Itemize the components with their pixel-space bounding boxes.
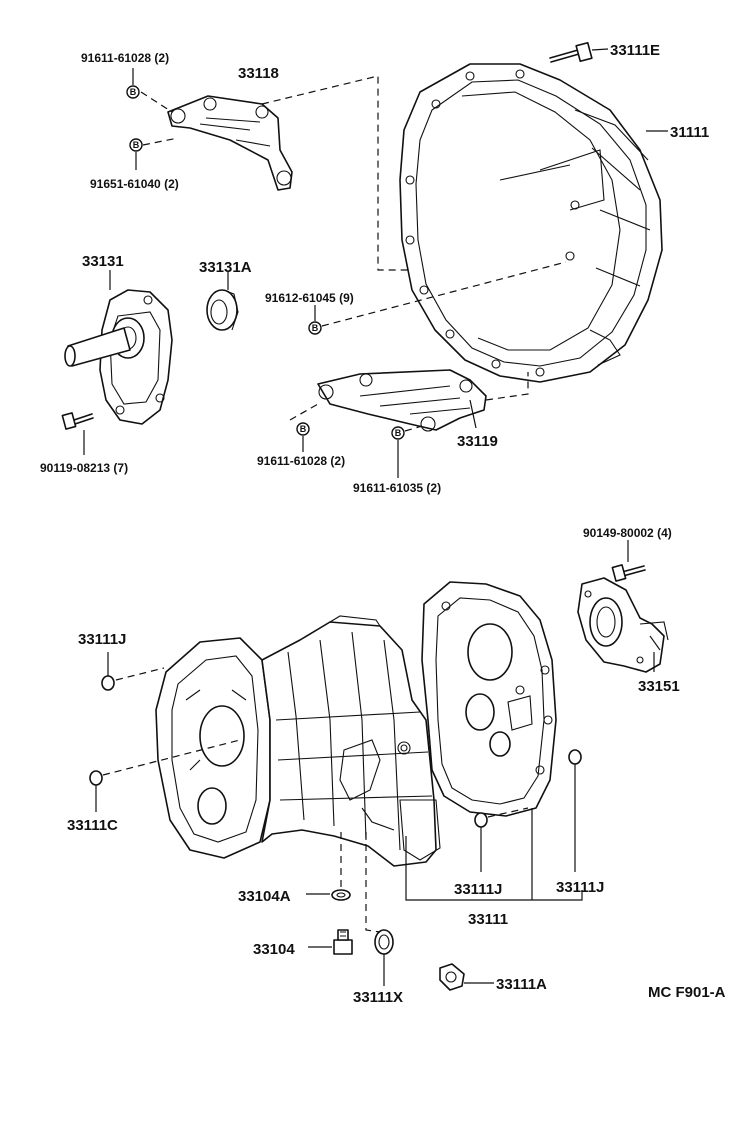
plug-33111c xyxy=(89,770,103,786)
svg-text:B: B xyxy=(312,323,319,333)
label-91611-61035: 91611-61035 (2) xyxy=(353,481,441,495)
label-33104: 33104 xyxy=(253,941,295,958)
label-33151: 33151 xyxy=(638,678,680,695)
label-33131a: 33131A xyxy=(199,259,252,276)
bolt-marker-91612: B xyxy=(308,321,322,335)
bolt-90119 xyxy=(61,412,94,430)
label-31111: 31111 xyxy=(670,124,709,141)
bolt-marker-91651: B xyxy=(129,138,143,152)
bolt-90149 xyxy=(611,564,646,582)
label-90149-80002: 90149-80002 (4) xyxy=(583,526,672,540)
ring-33111x xyxy=(374,929,394,955)
label-33111: 33111 xyxy=(468,911,508,928)
svg-text:B: B xyxy=(300,424,307,434)
diagram-code: MC F901-A xyxy=(648,984,726,1001)
transmission-case-33111 xyxy=(155,615,441,867)
dowel-pin-33111j-left xyxy=(101,675,115,691)
bracket-33119 xyxy=(317,369,487,432)
dowel-pin-33111j-right xyxy=(568,749,582,765)
label-91651-61040: 91651-61040 (2) xyxy=(90,177,179,191)
svg-text:B: B xyxy=(395,428,402,438)
plug-33111a xyxy=(439,963,465,991)
bolt-33111e xyxy=(549,41,593,63)
bearing-retainer-33131 xyxy=(64,289,173,425)
label-33111a: 33111A xyxy=(496,976,547,993)
label-33111c: 33111C xyxy=(67,817,118,834)
dowel-pin-33111j-mid xyxy=(474,812,488,828)
label-33111j-right: 33111J xyxy=(556,879,604,896)
svg-text:B: B xyxy=(130,87,137,97)
svg-text:B: B xyxy=(133,140,140,150)
bolt-marker-91611-mid: B xyxy=(296,422,310,436)
bearing-retainer-33151 xyxy=(577,577,669,673)
label-33104a: 33104A xyxy=(238,888,291,905)
label-33131: 33131 xyxy=(82,253,124,270)
label-33111j-left: 33111J xyxy=(78,631,126,648)
bolt-marker-91611-35: B xyxy=(391,426,405,440)
housing-bolt-holes xyxy=(405,69,580,377)
label-91612-61045: 91612-61045 (9) xyxy=(265,291,354,305)
label-33111j-mid: 33111J xyxy=(454,881,502,898)
label-33111e: 33111E xyxy=(610,42,660,59)
adapter-plate xyxy=(421,581,557,817)
label-90119-08213: 90119-08213 (7) xyxy=(40,461,128,475)
gasket-33104a xyxy=(331,889,351,901)
clutch-housing-31111 xyxy=(399,63,663,383)
label-33119: 33119 xyxy=(457,433,498,450)
label-33111x: 33111X xyxy=(353,989,403,1006)
oil-seal-33131a xyxy=(206,289,239,331)
bracket-33118 xyxy=(167,95,293,191)
bolt-marker-91611-top: B xyxy=(126,85,140,99)
label-91611-61028-top: 91611-61028 (2) xyxy=(81,51,169,65)
label-91611-61028-mid: 91611-61028 (2) xyxy=(257,454,345,468)
drain-plug-33104 xyxy=(333,929,353,955)
label-33118: 33118 xyxy=(238,65,279,82)
